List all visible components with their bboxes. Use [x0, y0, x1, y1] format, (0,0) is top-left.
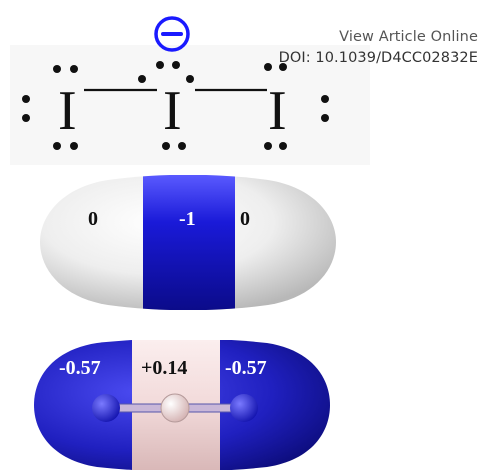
partial-charge-left: -0.57: [59, 357, 101, 379]
atom-iodine-right: I: [268, 80, 287, 142]
atom-iodine-center: I: [163, 80, 182, 142]
partial-charge-right: -0.57: [225, 357, 267, 379]
formal-charge-center: -1: [179, 208, 196, 230]
formal-charge-molecule: 0 -1 0: [40, 175, 336, 310]
atom-ball-center: [160, 393, 190, 423]
atom-iodine-left: I: [58, 80, 77, 142]
atom-ball-left: [92, 394, 120, 422]
formal-charge-right: 0: [240, 208, 250, 230]
lone-pair-dots: [22, 61, 329, 150]
article-info[interactable]: View Article Online DOI: 10.1039/D4CC028…: [279, 27, 478, 69]
doi-link[interactable]: DOI: 10.1039/D4CC02832E: [278, 50, 478, 66]
lewis-structure-panel: [10, 45, 370, 165]
atom-ball-right: [230, 394, 258, 422]
lewis-structure: I I I: [22, 16, 329, 150]
view-article-link[interactable]: View Article Online: [339, 29, 478, 45]
formal-charge-left: 0: [88, 208, 98, 230]
negative-charge-icon: [154, 16, 190, 52]
partial-charge-center: +0.14: [141, 357, 187, 379]
center-charge-band: [143, 175, 235, 310]
partial-charge-molecule: -0.57 +0.14 -0.57: [34, 340, 330, 470]
